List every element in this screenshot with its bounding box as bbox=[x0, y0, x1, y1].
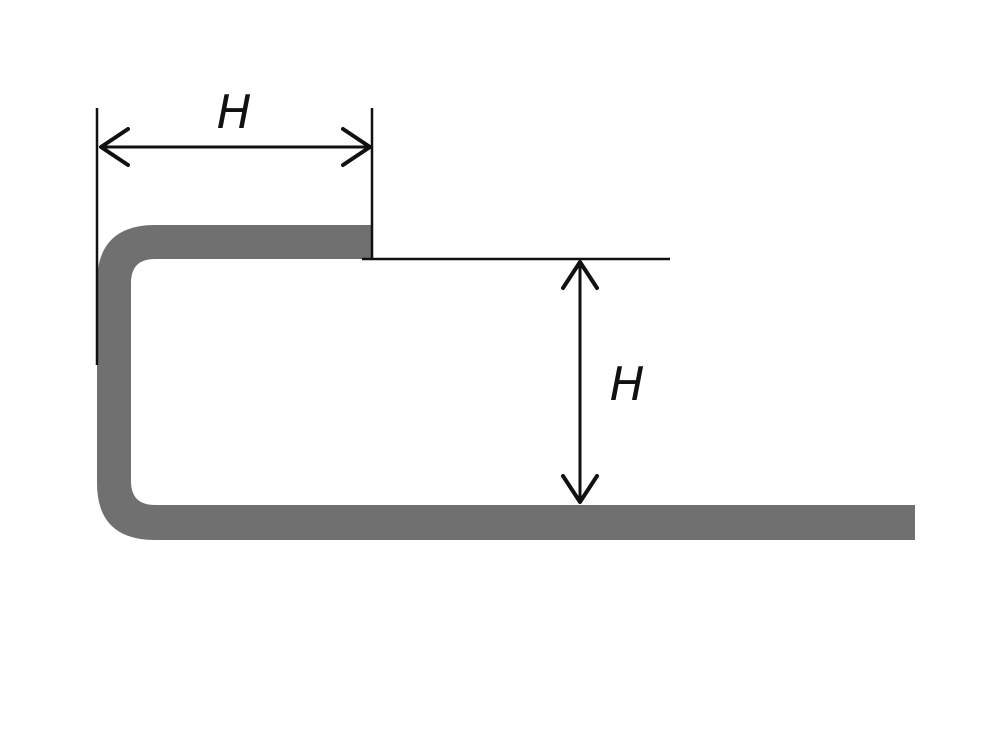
arrowhead-right-icon bbox=[341, 127, 372, 167]
arrowhead-down-icon bbox=[561, 474, 599, 504]
arrowhead-left-icon bbox=[99, 127, 130, 167]
arrowhead-up-icon bbox=[561, 260, 599, 290]
dimension-label-height: H bbox=[610, 357, 645, 411]
dimension-label-width: H bbox=[217, 85, 252, 139]
profile-shape bbox=[97, 225, 915, 540]
